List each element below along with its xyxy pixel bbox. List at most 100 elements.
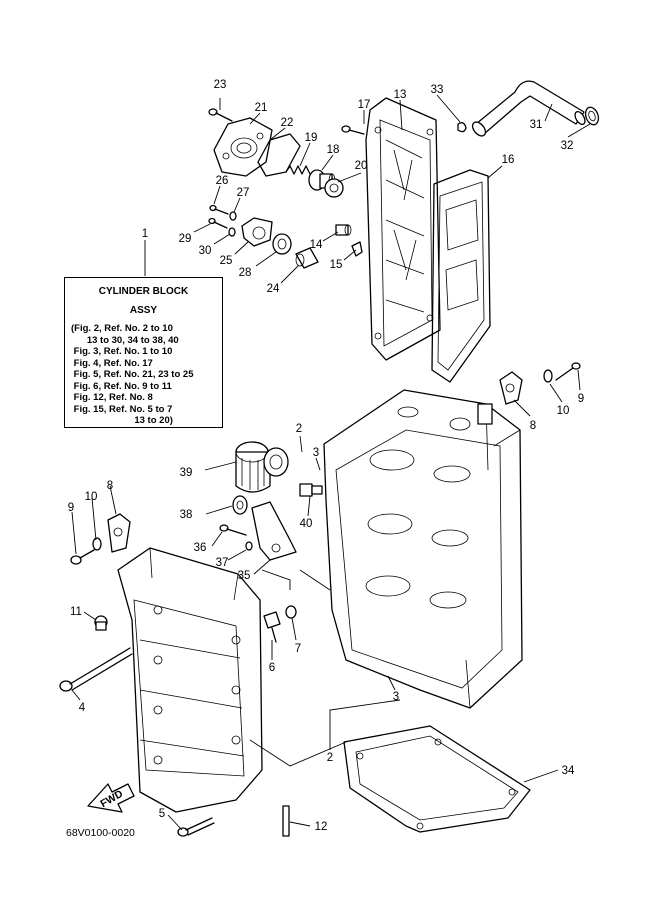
note-line: Fig. 5, Ref. No. 21, 23 to 25: [71, 369, 194, 380]
bolt-36-part: [219, 524, 247, 536]
callout-33: 33: [431, 84, 444, 96]
diagram-code: 68V0100-0020: [66, 827, 135, 839]
small-clamp-33-part: [457, 122, 467, 133]
callout-1: 1: [142, 228, 148, 240]
callout-2: 2: [296, 423, 302, 435]
callout-6: 6: [269, 662, 275, 674]
bolt-5-part: [177, 817, 215, 837]
callout-8: 8: [107, 480, 113, 492]
seal-20-part: [324, 178, 344, 198]
assembly-note-box: CYLINDER BLOCK ASSY (Fig. 2, Ref. No. 2 …: [64, 277, 223, 428]
callout-9: 9: [68, 502, 74, 514]
seal-38-part: [232, 495, 248, 515]
spring-19-part: [285, 165, 311, 175]
callout-19: 19: [305, 132, 318, 144]
gasket-16-part: [431, 169, 491, 383]
callout-11: 11: [70, 606, 82, 618]
bolt-23-part: [208, 108, 233, 122]
note-line: Fig. 3, Ref. No. 1 to 10: [71, 346, 173, 357]
fwd-arrow-icon: FWD: [87, 783, 135, 813]
callout-21: 21: [255, 102, 268, 114]
callout-15: 15: [330, 259, 343, 271]
hose-part: [471, 80, 586, 137]
note-line: Fig. 6, Ref. No. 9 to 11: [71, 380, 172, 392]
screw-29-part: [208, 217, 228, 229]
leader-lines: [71, 94, 591, 831]
cylinder-block-part: [323, 389, 523, 709]
callout-35: 35: [238, 570, 251, 582]
hose-clamp-part: [584, 106, 600, 126]
callout-26: 26: [216, 175, 229, 187]
callout-10: 10: [557, 405, 570, 417]
callout-34: 34: [562, 765, 575, 777]
clip-15-part: [351, 241, 363, 257]
note-subtitle: ASSY: [129, 305, 158, 316]
callout-27: 27: [237, 187, 250, 199]
callout-30: 30: [199, 245, 212, 257]
callout-29: 29: [179, 233, 192, 245]
callout-28: 28: [239, 267, 252, 279]
note-line: (Fig. 2, Ref. No. 2 to 10: [71, 323, 173, 334]
screw-26-part: [209, 204, 229, 215]
callout-39: 39: [180, 467, 193, 479]
callout-12: 12: [315, 821, 328, 833]
washer-30-part: [228, 227, 236, 237]
exhaust-cover-13-part: [365, 97, 441, 361]
callout-38: 38: [180, 509, 193, 521]
callout-32: 32: [561, 140, 574, 152]
bracket-8-left-part: [107, 513, 131, 553]
callout-18: 18: [327, 144, 340, 156]
bolt-4-part: [59, 647, 133, 692]
washer-27-part: [229, 211, 237, 221]
bolt-6-part: [263, 611, 281, 643]
bolt-9-right-part: [555, 362, 581, 381]
bolt-17-part: [341, 125, 365, 135]
note-line: 13 to 20): [71, 415, 173, 426]
note-line: Fig. 15, Ref. No. 5 to 7: [71, 403, 173, 415]
callout-17: 17: [358, 99, 371, 111]
anode-cover-25-part: [241, 217, 273, 247]
bracket-8-right-part: [499, 371, 523, 405]
bracket-35-part: [251, 501, 297, 561]
washer-37-part: [245, 541, 253, 551]
callout-3: 3: [393, 691, 399, 703]
washer-7-part: [285, 605, 297, 619]
note-line: 13 to 30, 34 to 38, 40: [71, 334, 179, 346]
stud-12-part: [282, 805, 290, 837]
callout-5: 5: [159, 808, 165, 820]
callout-25: 25: [220, 255, 233, 267]
callout-2: 2: [327, 752, 333, 764]
note-line: Fig. 12, Ref. No. 8: [71, 392, 153, 403]
callout-20: 20: [355, 160, 368, 172]
callout-14: 14: [310, 239, 323, 251]
callout-23: 23: [214, 79, 227, 91]
oil-filter-39-part: [235, 441, 289, 493]
note-title: CYLINDER BLOCK: [98, 286, 189, 297]
callout-10: 10: [85, 491, 98, 503]
washer-10-right-part: [543, 369, 553, 383]
washer-10-left-part: [92, 537, 102, 551]
union-40-part: [299, 483, 323, 497]
callout-3: 3: [313, 447, 319, 459]
callout-22: 22: [281, 117, 294, 129]
thermostat-cover-part: [213, 117, 273, 177]
callout-8: 8: [530, 420, 536, 432]
anode-24-part: [295, 247, 319, 269]
note-line: Fig. 4, Ref. No. 17: [71, 357, 153, 369]
plug-14-part: [335, 224, 352, 236]
callout-16: 16: [502, 154, 515, 166]
callout-40: 40: [300, 518, 313, 530]
callout-labels: 1 2 2 3 3 4 5 6 7 8 8 9 9 10 10 11 12 13…: [68, 79, 584, 833]
callout-7: 7: [295, 643, 301, 655]
callout-9: 9: [578, 393, 584, 405]
callout-31: 31: [530, 119, 543, 131]
callout-13: 13: [394, 89, 407, 101]
bolt-9-left-part: [70, 549, 95, 565]
callout-4: 4: [79, 702, 86, 714]
plug-11-part: [94, 615, 108, 631]
crankcase-part: [117, 547, 263, 813]
callout-37: 37: [216, 557, 229, 569]
gasket-34-part: [343, 725, 531, 833]
callout-36: 36: [194, 542, 207, 554]
